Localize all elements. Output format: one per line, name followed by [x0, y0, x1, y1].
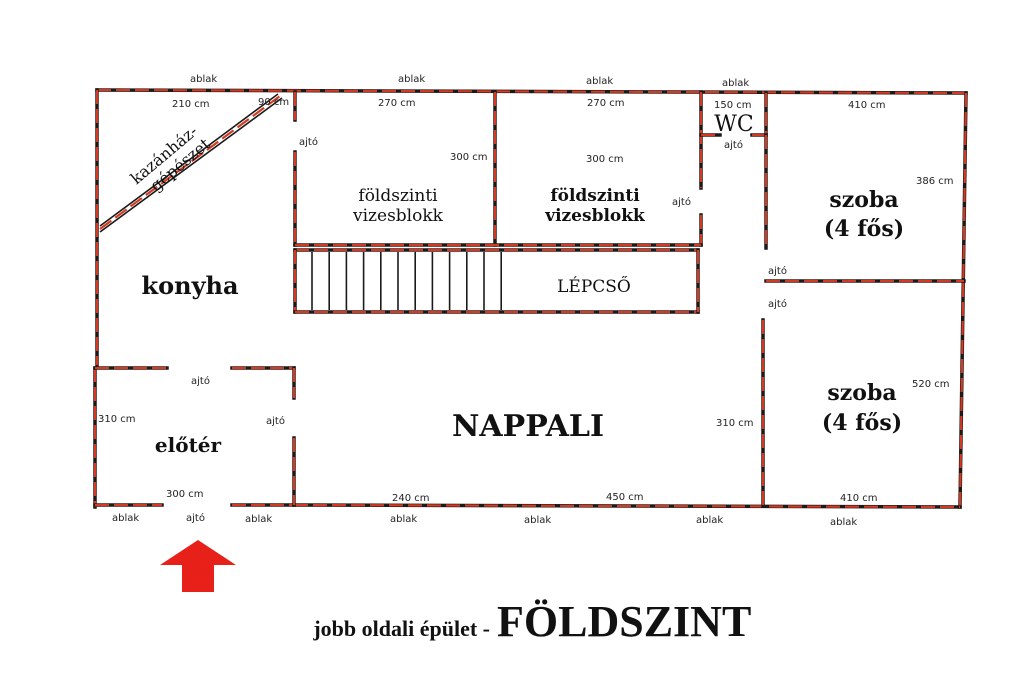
dim-bath2-300: 300 cm	[586, 154, 624, 165]
room2-label-1: szoba	[827, 380, 896, 406]
kitchen-label: konyha	[141, 271, 238, 300]
plan-title: jobb oldali épület - FÖLDSZINT	[312, 597, 751, 646]
window-label: ablak	[190, 74, 217, 85]
door-label: ajtó	[768, 265, 787, 277]
dim-bath1-300: 300 cm	[450, 152, 488, 163]
room1-label-1: szoba	[829, 187, 898, 213]
window-label: ablak	[390, 514, 417, 525]
living-room-label: NAPPALI	[452, 409, 604, 444]
window-labels: ablak ablak ablak ablak ablak ablak abla…	[112, 74, 857, 528]
window-label: ablak	[830, 517, 857, 528]
door-label: ajtó	[191, 375, 210, 387]
door-label: ajtó	[266, 415, 285, 427]
window-label: ablak	[245, 514, 272, 525]
dim-top-270a: 270 cm	[378, 98, 416, 109]
dim-bottom-410: 410 cm	[840, 493, 878, 504]
bath1-label-1: földszinti	[358, 186, 438, 206]
window-label: ablak	[722, 78, 749, 89]
room-names: kazánház- gépészet földszinti vizesblokk…	[127, 112, 904, 457]
title-main: FÖLDSZINT	[497, 597, 751, 646]
door-label: ajtó	[186, 512, 205, 524]
window-label: ablak	[696, 515, 723, 526]
door-label: ajtó	[724, 139, 743, 151]
dim-bottom-240: 240 cm	[392, 493, 430, 504]
door-labels: ajtó ajtó ajtó ajtó ajtó ajtó ajtó ajtó	[186, 136, 787, 524]
door-label: ajtó	[672, 196, 691, 208]
dim-living-310: 310 cm	[716, 418, 754, 429]
dim-top-210: 210 cm	[172, 99, 210, 110]
window-label: ablak	[524, 515, 551, 526]
wc-label: WC	[714, 112, 753, 137]
stair-treads	[311, 252, 503, 310]
dim-room1-386: 386 cm	[916, 176, 954, 187]
bath2-label-1: földszinti	[550, 186, 640, 206]
dimensions: 210 cm 90 cm 270 cm 270 cm 150 cm 410 cm…	[98, 97, 954, 504]
dim-top-90: 90 cm	[258, 97, 289, 108]
door-label: ajtó	[768, 298, 787, 310]
dim-room2-520: 520 cm	[912, 379, 950, 390]
title-prefix: jobb oldali épület -	[312, 616, 490, 641]
hall-label: előtér	[155, 433, 222, 457]
dim-top-410: 410 cm	[848, 100, 886, 111]
window-label: ablak	[586, 76, 613, 87]
window-label: ablak	[112, 513, 139, 524]
window-label: ablak	[398, 74, 425, 85]
dim-top-270b: 270 cm	[587, 98, 625, 109]
walls	[93, 88, 968, 509]
dim-bottom-450: 450 cm	[606, 492, 644, 503]
room1-label-2: (4 fős)	[824, 216, 904, 242]
dim-hall-310: 310 cm	[98, 414, 136, 425]
bath1-label-2: vizesblokk	[352, 206, 444, 226]
dim-top-150: 150 cm	[714, 100, 752, 111]
arrow-up-icon	[160, 540, 236, 592]
door-label: ajtó	[299, 136, 318, 148]
stairs-label: LÉPCSŐ	[557, 276, 631, 297]
room2-label-2: (4 fős)	[822, 410, 902, 436]
bath2-label-2: vizesblokk	[544, 206, 646, 226]
dim-hall-300: 300 cm	[166, 489, 204, 500]
